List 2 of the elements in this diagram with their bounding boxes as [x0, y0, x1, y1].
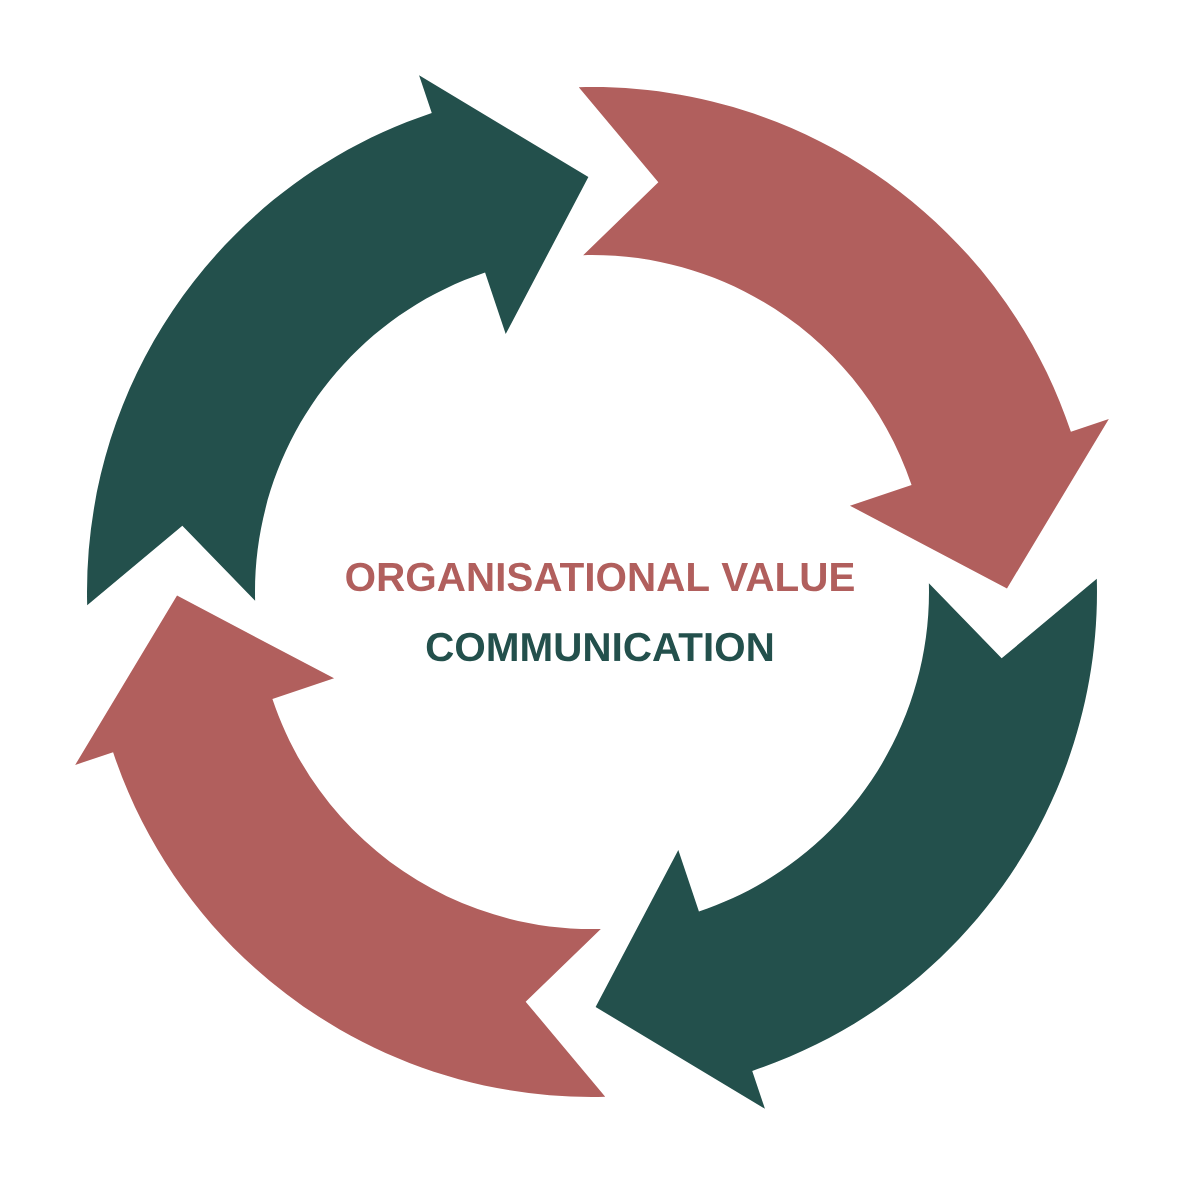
heading-text: ORGANISATIONAL VALUE — [346, 562, 854, 592]
heading-text: COMMUNICATION — [426, 632, 773, 662]
